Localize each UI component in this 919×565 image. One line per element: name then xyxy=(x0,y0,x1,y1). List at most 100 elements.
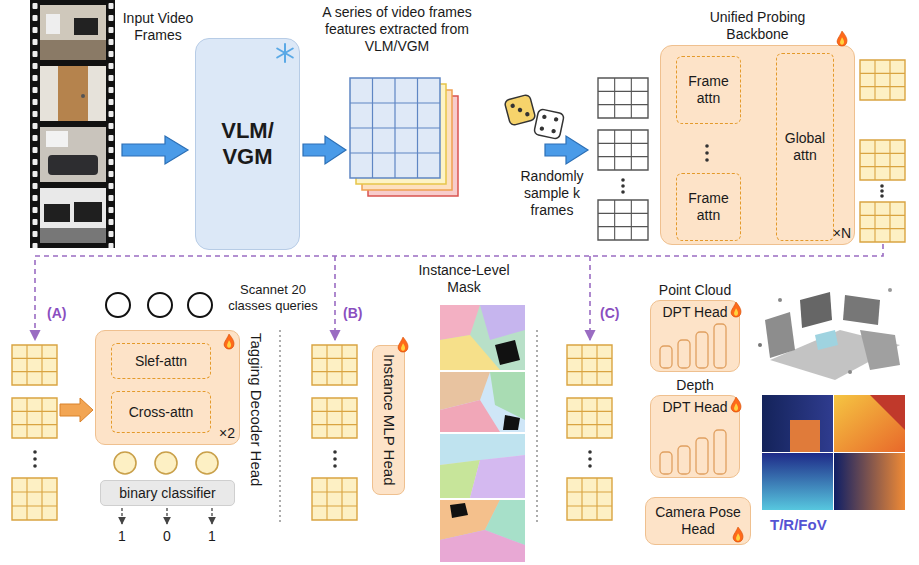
film-strip xyxy=(48,155,98,175)
node-label: Frame attn xyxy=(684,190,734,224)
trainable-icon xyxy=(224,31,847,542)
snowflake-icon xyxy=(277,49,293,58)
head-input-grid xyxy=(588,464,592,468)
film-strip xyxy=(40,40,106,60)
flow-arrow xyxy=(122,136,188,164)
head-input-grid xyxy=(333,464,337,468)
point-cloud-image xyxy=(843,295,880,325)
output-feature-grid xyxy=(860,60,905,100)
node-label: binary classifier xyxy=(119,485,215,502)
dice-icon xyxy=(504,94,536,126)
trainable-icon xyxy=(837,31,847,46)
film-strip xyxy=(30,0,115,248)
point-cloud-image xyxy=(758,288,900,380)
film-strip xyxy=(40,228,106,243)
node-label: Camera Pose Head xyxy=(646,504,750,538)
dpt-layer-bar xyxy=(714,324,726,368)
dpt-layer-bar xyxy=(678,340,690,368)
point-cloud-image xyxy=(860,330,900,370)
node-label: Cross-attn xyxy=(129,404,194,421)
instance-mask-image xyxy=(440,305,525,562)
output-value: 0 xyxy=(163,528,171,545)
output-feature-grid xyxy=(860,202,905,242)
film-strip xyxy=(44,204,70,222)
dashed-route xyxy=(35,244,883,340)
output-value: 1 xyxy=(118,528,126,545)
dice-icon xyxy=(517,107,522,112)
depth-map-image xyxy=(762,453,833,510)
sampled-frame-grid xyxy=(598,78,648,240)
instance-mask-image xyxy=(440,305,480,340)
node-text: ×N xyxy=(833,225,851,242)
head-input-grid xyxy=(12,345,57,385)
panel-letter: (A) xyxy=(47,305,66,322)
instance-mask-image xyxy=(440,305,525,370)
attention-block: Frame attn xyxy=(676,56,741,124)
instance-mask-image xyxy=(503,415,520,430)
head-input-grid xyxy=(567,345,612,385)
query-circle xyxy=(106,293,130,317)
film-strip xyxy=(74,202,102,222)
trainable-icon xyxy=(731,397,741,412)
film-strip xyxy=(40,188,106,243)
head-input-grid xyxy=(588,457,592,461)
point-cloud-image xyxy=(778,298,782,302)
trainable-icon xyxy=(733,527,743,542)
caption-text: Input Video Frames xyxy=(118,10,198,44)
attention-block: Global attn xyxy=(776,53,834,241)
point-cloud-image xyxy=(848,370,852,374)
film-strip xyxy=(74,18,98,35)
instance-mask-image xyxy=(440,400,500,432)
node-text: DPT Head xyxy=(662,399,727,416)
node-label: Tagging Decoder Head xyxy=(247,333,265,486)
dpt-layer-bar xyxy=(714,430,726,474)
dpt-layer-bar xyxy=(660,452,672,474)
head-input-grid xyxy=(312,398,357,438)
depth-map-image xyxy=(762,395,833,452)
depth-map-image xyxy=(870,395,905,430)
node-label: Frame attn xyxy=(684,73,734,107)
dpt-layer-bar xyxy=(660,346,672,368)
node-label: Unified Probing Backbone xyxy=(697,9,819,43)
snowflake-icon xyxy=(277,44,293,62)
flow-arrow xyxy=(545,136,588,164)
dice-icon xyxy=(525,112,530,117)
dice-icon xyxy=(504,94,536,126)
dice-icon xyxy=(534,109,565,140)
output-feature-grid xyxy=(860,140,905,180)
output-arrow xyxy=(211,508,212,524)
head-input-grid xyxy=(312,478,357,520)
instance-mask-image xyxy=(470,455,525,498)
film-strip xyxy=(40,66,106,121)
depth-map-image xyxy=(790,420,820,452)
caption-text: A series of video frames features extrac… xyxy=(308,4,486,54)
input-arrow xyxy=(60,398,93,422)
attention-block: Cross-attn xyxy=(111,391,211,433)
node-label: Slef-attn xyxy=(135,353,187,370)
output-arrow xyxy=(121,508,122,524)
point-cloud-image xyxy=(815,330,838,350)
node-label: Instance MLP Head xyxy=(380,354,398,485)
film-strip xyxy=(40,5,106,60)
instance-mask-image xyxy=(440,530,525,562)
head-input-grid xyxy=(12,398,57,438)
dice-icon xyxy=(542,114,547,119)
attention-block: Slef-attn xyxy=(111,343,211,379)
separator xyxy=(536,330,538,525)
output-feature-grid xyxy=(880,194,884,198)
output-feature-grid xyxy=(860,60,905,242)
snowflake-icon xyxy=(284,44,286,62)
sampled-frame-grid xyxy=(598,78,648,118)
model-box: VLM/ VGM xyxy=(195,38,300,250)
head-input-grid xyxy=(33,457,37,461)
ellipsis-dots xyxy=(705,158,709,162)
dpt-layer-bar xyxy=(678,446,690,474)
instance-mask-image xyxy=(480,305,525,340)
output-token xyxy=(196,452,218,474)
sampled-frame-grid xyxy=(621,184,625,188)
head-input-grid xyxy=(333,457,337,461)
head-input-grid xyxy=(12,478,57,520)
ellipsis-dots xyxy=(705,144,709,148)
query-circle xyxy=(106,293,212,317)
caption-text: Scannet 20 classes queries xyxy=(220,282,326,313)
